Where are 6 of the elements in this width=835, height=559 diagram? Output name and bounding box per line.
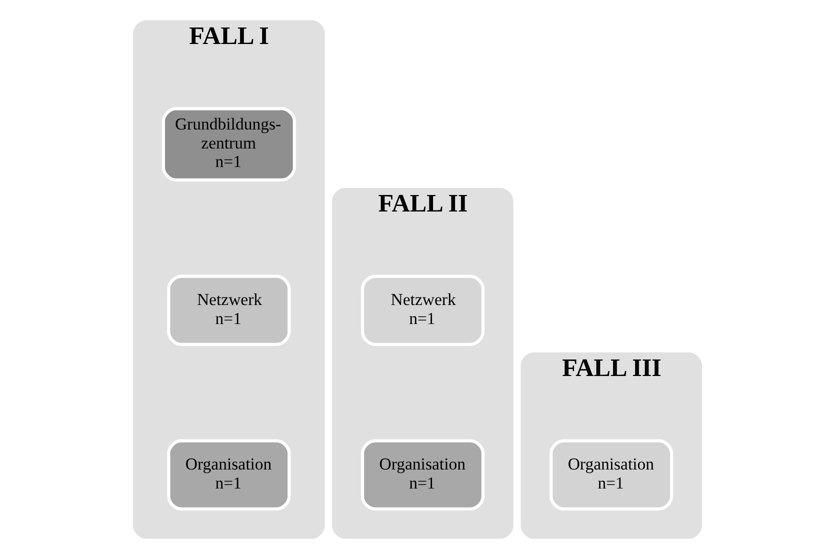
node-box: Organisation n=1 [167,439,291,511]
node-box: Organisation n=1 [550,439,674,511]
node-box: Netzwerk n=1 [167,274,291,346]
node-box: Grundbildungs- zentrum n=1 [162,107,296,182]
node-box: Netzwerk n=1 [360,274,485,346]
node-box: Organisation n=1 [360,439,485,511]
